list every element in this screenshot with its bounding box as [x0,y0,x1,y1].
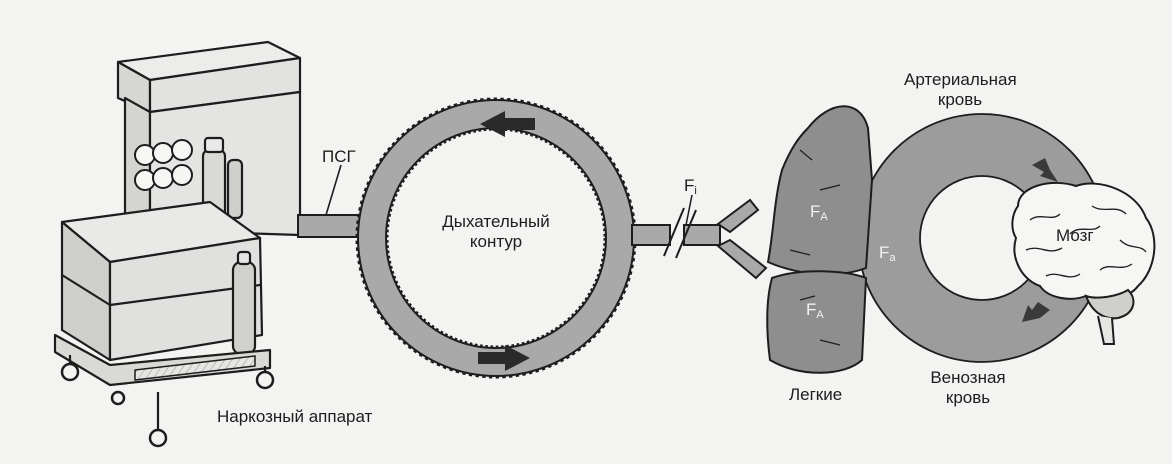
arterial-fraction-label: Fa [879,243,896,268]
brain-label: Мозг [1056,226,1094,246]
anesthesia-machine-icon [55,42,300,446]
fa-upper-sub: A [820,211,827,223]
alveolar-fraction-label-upper: FA [810,202,828,227]
fa-lower-main: F [806,300,816,319]
fa-art-main: F [879,243,889,262]
venous-label-line2: кровь [918,388,1018,408]
arterial-blood-label: Артериальная кровь [904,70,1016,110]
fa-upper-main: F [810,202,820,221]
patient-tube [632,195,766,278]
circuit-label-line1: Дыхательный [436,212,556,232]
fi-sub: i [694,185,696,197]
circuit-label: Дыхательный контур [436,212,556,252]
venous-label-line1: Венозная [918,368,1018,388]
machine-label: Наркозный аппарат [217,407,372,427]
circuit-label-line2: контур [436,232,556,252]
venous-blood-label: Венозная кровь [918,368,1018,408]
fa-lower-sub: A [816,309,823,321]
inspired-fraction-label: Fi [684,176,697,201]
arterial-label-line1: Артериальная [904,70,1016,90]
arterial-label-line2: кровь [904,90,1016,110]
alveolar-fraction-label-lower: FA [806,300,824,325]
fa-art-sub: a [889,252,895,264]
fresh-gas-label: ПСГ [322,147,356,167]
fi-main: F [684,176,694,195]
lungs-icon [767,106,872,373]
lungs-label: Легкие [789,385,842,405]
